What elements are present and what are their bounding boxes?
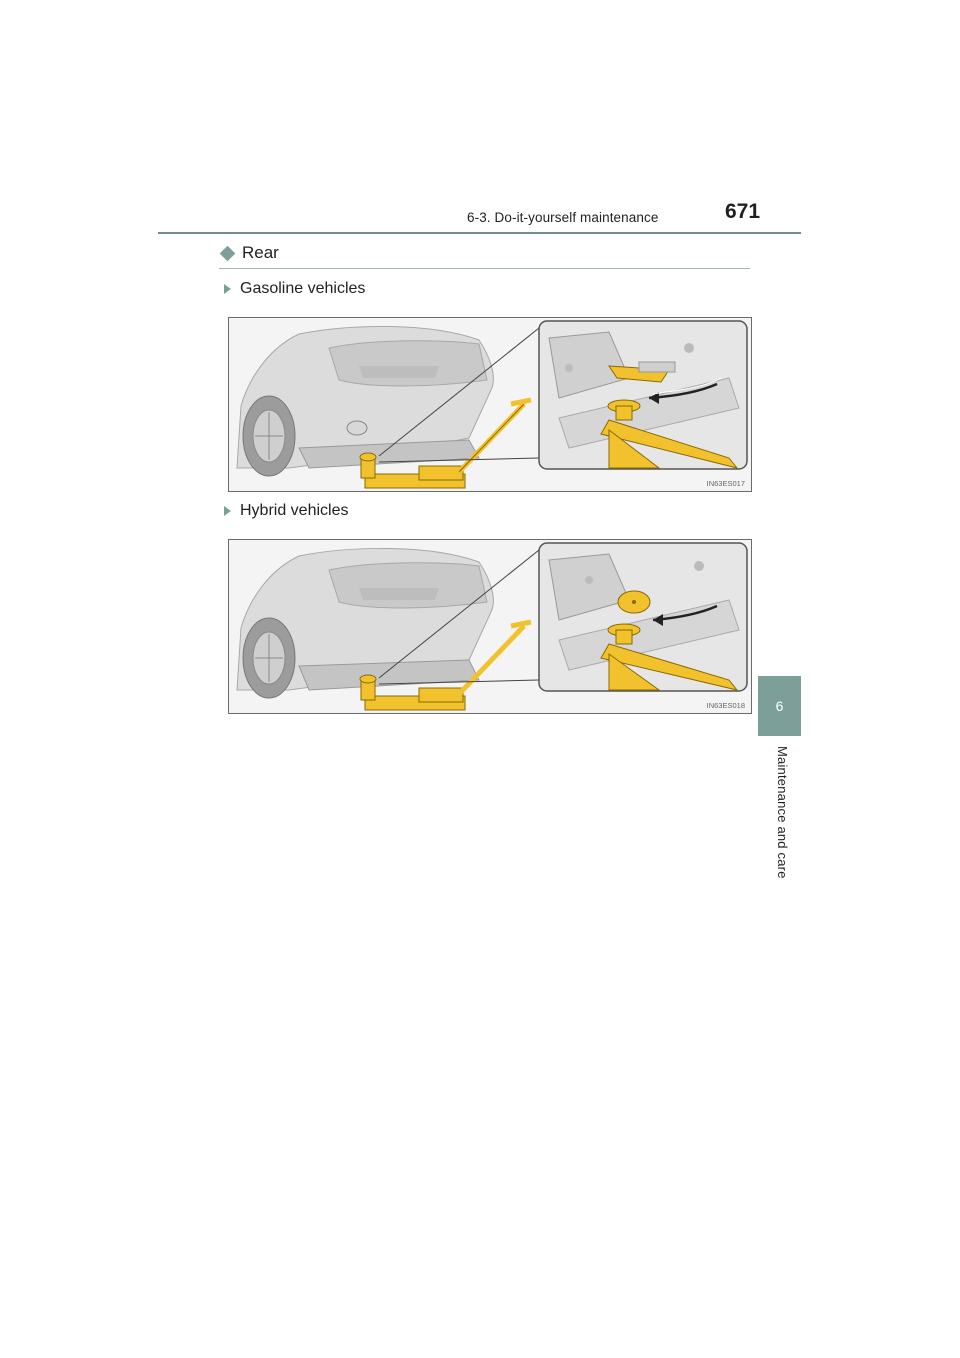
chapter-number: 6 (775, 698, 784, 714)
running-header-title: 6-3. Do-it-yourself maintenance (467, 210, 659, 225)
chapter-tab: 6 (758, 676, 801, 736)
figure-code: IN63ES017 (706, 479, 745, 488)
header-rule (158, 232, 801, 234)
diamond-bullet-icon (219, 245, 236, 261)
hybrid-illustration (229, 540, 751, 713)
chapter-title: Maintenance and care (775, 746, 790, 879)
section-heading: Rear (219, 243, 279, 263)
triangle-bullet-icon (224, 284, 231, 294)
subheading-hybrid: Hybrid vehicles (224, 502, 348, 520)
section-heading-text: Rear (242, 243, 279, 262)
gasoline-illustration (229, 318, 751, 491)
subheading-gasoline: Gasoline vehicles (224, 280, 365, 298)
figure-code: IN63ES018 (706, 701, 745, 710)
page-number: 671 (725, 200, 761, 223)
figure-hybrid-jack-point: IN63ES018 (228, 539, 752, 714)
subheading-hybrid-text: Hybrid vehicles (240, 502, 349, 519)
subheading-gasoline-text: Gasoline vehicles (240, 280, 366, 297)
triangle-bullet-icon (224, 506, 231, 516)
figure-gasoline-jack-point: IN63ES017 (228, 317, 752, 492)
section-rule (219, 268, 750, 269)
